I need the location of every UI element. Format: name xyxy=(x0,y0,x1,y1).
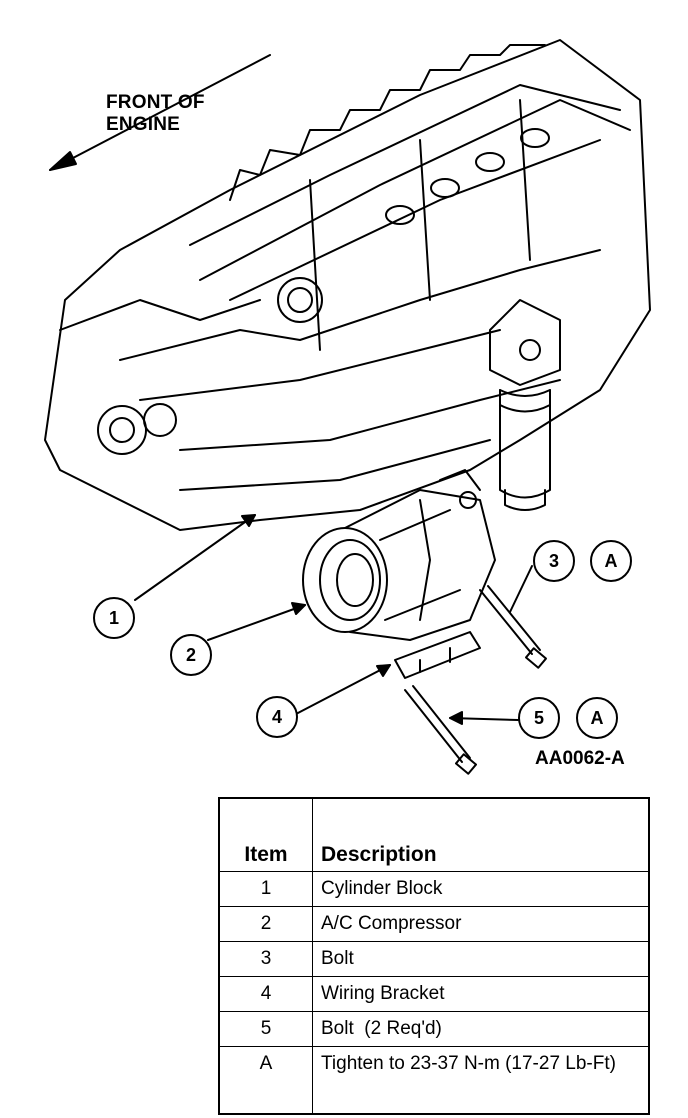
callout-1: 1 xyxy=(93,597,135,639)
engine-diagram: FRONT OF ENGINE 1 2 3 A 4 5 A AA0062-A xyxy=(44,39,651,775)
table-row: 4 Wiring Bracket xyxy=(218,976,650,1012)
row-description: Wiring Bracket xyxy=(312,976,650,1012)
front-of-engine-label: FRONT OF ENGINE xyxy=(106,92,205,136)
front-arrow-icon xyxy=(49,54,271,171)
callout-2: 2 xyxy=(170,634,212,676)
wiring-bracket-icon xyxy=(394,631,481,679)
callout-a-3: A xyxy=(590,540,632,582)
figure-id: AA0062-A xyxy=(535,748,625,769)
ac-compressor-icon xyxy=(302,469,496,641)
row-description: Bolt xyxy=(312,941,650,977)
leader-lines xyxy=(134,514,533,725)
table-row: 2 A/C Compressor xyxy=(218,906,650,942)
legend-table: Item Description 1 Cylinder Block 2 A/C … xyxy=(218,797,650,1115)
cylinder-block-icon xyxy=(44,39,651,531)
callout-a-5: A xyxy=(576,697,618,739)
table-row: 3 Bolt xyxy=(218,941,650,977)
table-row: 1 Cylinder Block xyxy=(218,871,650,907)
legend-header-row: Item Description xyxy=(218,797,650,872)
bolt-3-icon xyxy=(479,585,547,669)
row-description: Cylinder Block xyxy=(312,871,650,907)
front-label-line1: FRONT OF xyxy=(106,92,205,113)
callout-3: 3 xyxy=(533,540,575,582)
header-item: Item xyxy=(218,797,313,872)
row-item: 4 xyxy=(218,976,313,1012)
row-description: Bolt (2 Req'd) xyxy=(312,1011,650,1047)
row-item: 2 xyxy=(218,906,313,942)
front-label-line2: ENGINE xyxy=(106,114,181,135)
row-description: Tighten to 23-37 N-m (17-27 Lb-Ft) xyxy=(312,1046,650,1115)
callout-4: 4 xyxy=(256,696,298,738)
table-row: 5 Bolt (2 Req'd) xyxy=(218,1011,650,1047)
row-description: A/C Compressor xyxy=(312,906,650,942)
row-item: 1 xyxy=(218,871,313,907)
row-item: 5 xyxy=(218,1011,313,1047)
bolt-5-icon xyxy=(404,685,477,775)
row-item: 3 xyxy=(218,941,313,977)
header-description: Description xyxy=(312,797,650,872)
table-row: A Tighten to 23-37 N-m (17-27 Lb-Ft) xyxy=(218,1046,650,1115)
callout-5: 5 xyxy=(518,697,560,739)
row-item: A xyxy=(218,1046,313,1115)
engine-illustration xyxy=(44,39,651,775)
